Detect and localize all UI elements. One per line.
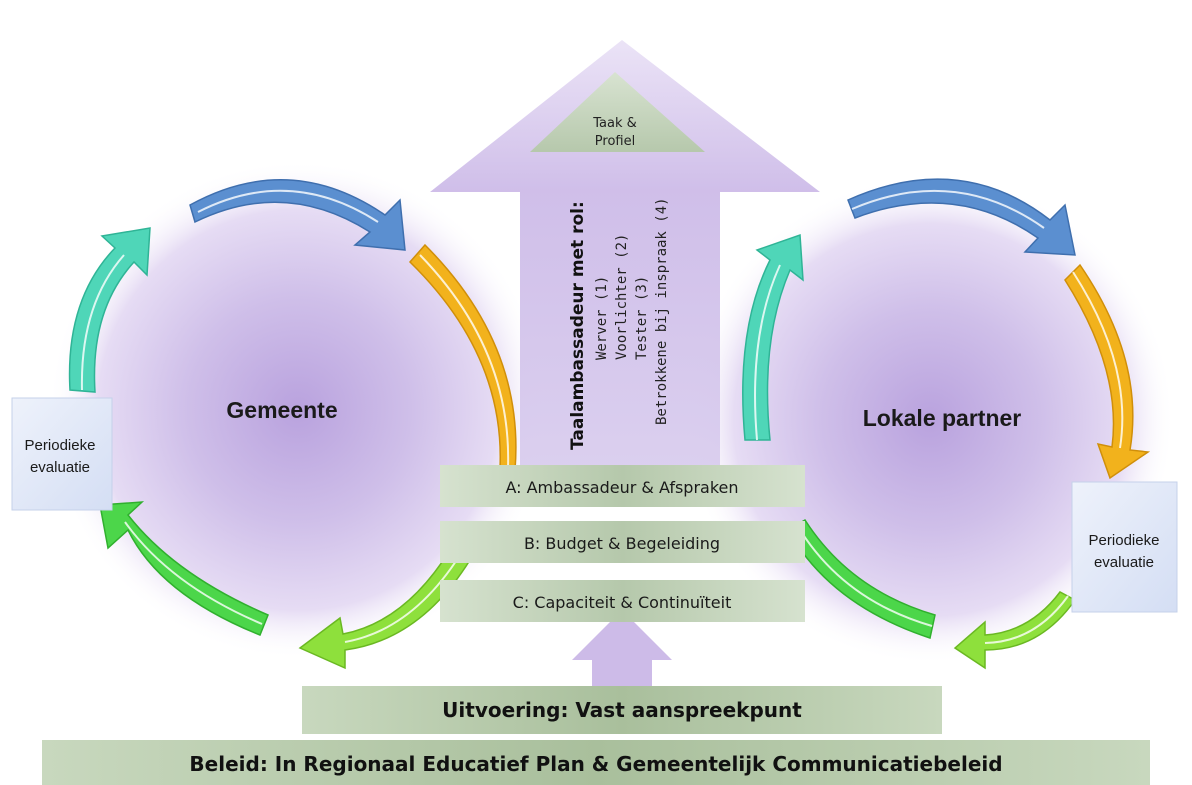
right-green-arrow (786, 518, 936, 639)
policy-bar-label: Beleid: In Regionaal Educatief Plan & Ge… (189, 752, 1002, 776)
left-cycle-background (48, 160, 548, 660)
right-evaluation-line-1: Periodieke (1089, 532, 1160, 549)
right-evaluation-box: Periodieke evaluatie (1071, 481, 1178, 613)
left-cycle-arrows (68, 179, 517, 670)
pillar-a: A: Ambassadeur & Afspraken (440, 465, 805, 507)
role-item-2: Voorlichter (2) (614, 234, 630, 360)
left-evaluation-line-1: Periodieke (25, 437, 96, 454)
left-cycle-label: Gemeente (226, 397, 337, 423)
roles-title: Taalambassadeur met rol: (568, 201, 588, 450)
pillar-c-label: C: Capaciteit & Continuïteit (513, 593, 732, 612)
left-green-arrow (99, 501, 269, 636)
role-item-4: Betrokkene bij inspraak (4) (654, 197, 670, 425)
left-blue-arrow (189, 179, 406, 251)
right-teal-arrow (742, 233, 804, 441)
right-blue-arrow (847, 178, 1076, 256)
role-item-1: Werver (1) (594, 276, 610, 360)
tip-triangle (530, 72, 705, 152)
left-teal-arrow (68, 227, 151, 393)
pillar-b: B: Budget & Begeleiding (440, 521, 805, 563)
pillar-c: C: Capaciteit & Continuïteit (440, 580, 805, 622)
left-evaluation-line-2: evaluatie (30, 459, 90, 476)
tip-text-line-1: Taak & (592, 116, 637, 131)
lower-up-arrow (572, 610, 672, 690)
right-lime-arrow (953, 591, 1077, 670)
left-lime-arrow (298, 549, 472, 670)
central-up-arrow (430, 40, 820, 470)
roles-block: Taalambassadeur met rol: Werver (1) Voor… (568, 197, 670, 450)
policy-bar: Beleid: In Regionaal Educatief Plan & Ge… (42, 740, 1150, 785)
right-orange-arrow (1064, 263, 1151, 480)
left-evaluation-box: Periodieke evaluatie (11, 397, 113, 511)
pillar-b-label: B: Budget & Begeleiding (524, 534, 720, 553)
tip-text-line-2: Profiel (595, 134, 635, 149)
pillar-a-label: A: Ambassadeur & Afspraken (505, 478, 738, 497)
right-evaluation-line-2: evaluatie (1094, 554, 1154, 571)
execution-bar: Uitvoering: Vast aanspreekpunt (302, 686, 942, 734)
execution-bar-label: Uitvoering: Vast aanspreekpunt (442, 698, 802, 722)
role-item-3: Tester (3) (634, 276, 650, 360)
right-cycle-arrows (742, 178, 1151, 670)
right-cycle-label: Lokale partner (863, 405, 1022, 431)
